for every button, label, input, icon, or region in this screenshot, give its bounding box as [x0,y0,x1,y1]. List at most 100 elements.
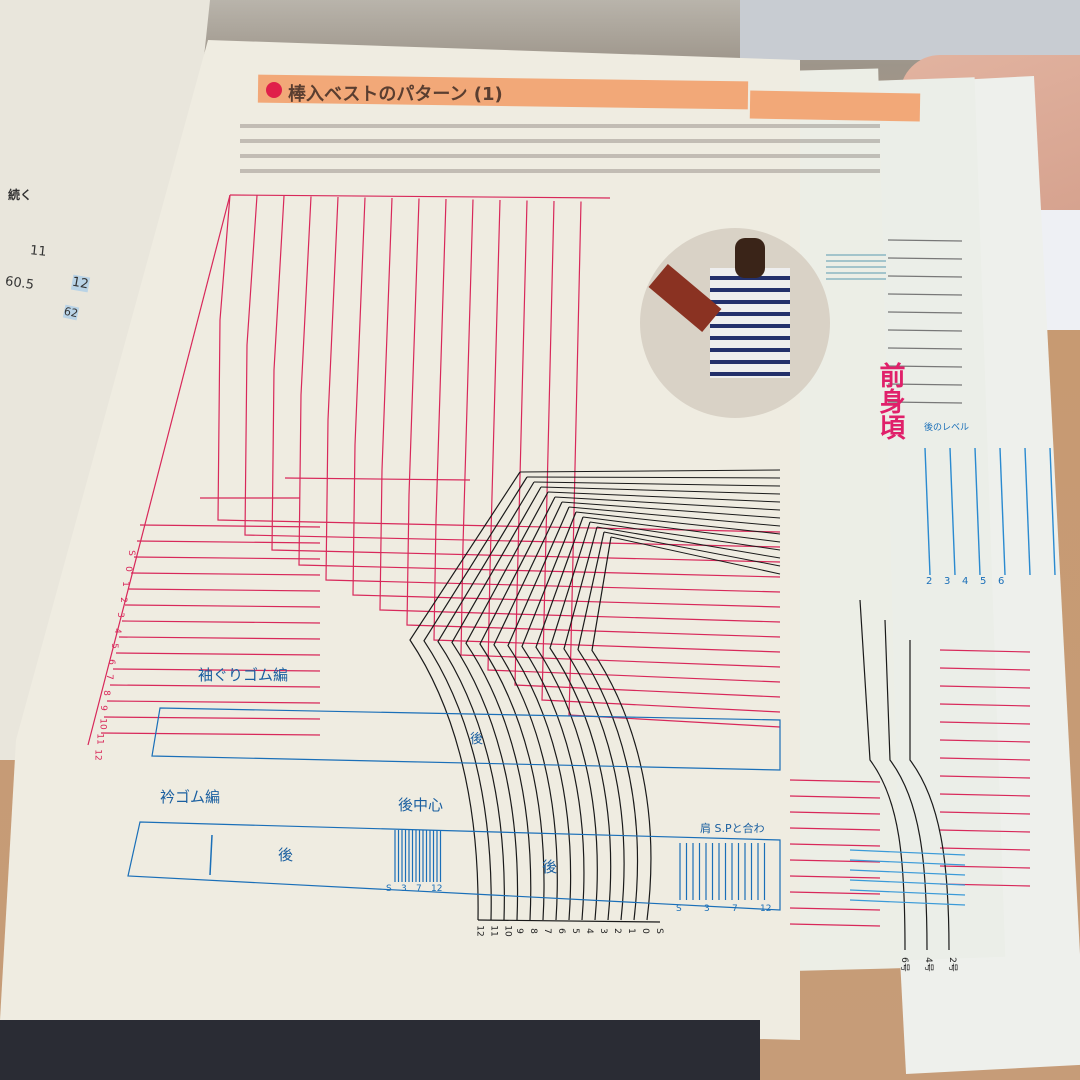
black-shoulder-line [540,486,781,495]
right-page-gray-line [887,401,963,404]
back-label-3: 後 [470,732,484,747]
right-page-gray-line [887,293,963,296]
size-tick-label: 3 [704,904,710,914]
size-tick-label: 8 [100,689,111,696]
size-tick-label: 2 [926,576,933,587]
pink-horizontal-line [124,604,321,608]
back-label-2: 後 [542,858,558,876]
black-size-curve [563,526,625,921]
black-baseline [477,919,661,923]
pink-horizontal-line [130,572,321,576]
pink-horizontal-line [133,556,321,560]
right-page-pink-line [789,891,881,895]
pink-pattern-line [244,195,781,548]
right-blue-line [849,879,966,886]
size-tick-label: 0 [123,565,134,572]
body-text-block [240,118,880,178]
left-side-text: 続く [8,188,33,202]
size-tick-label: 3 [944,576,951,587]
size-tick-label: S [676,904,682,914]
pink-arrow-line [284,477,471,481]
pink-pattern-line [298,196,781,578]
pink-horizontal-line [121,620,321,624]
right-page-pink-line [789,795,881,799]
size-tick-label: 12 [92,748,103,761]
size-tick-label: 3 [114,612,125,618]
size-tick-label: 10 [97,717,108,730]
pink-pattern-line [406,198,781,638]
size-tick-label: 6号 [898,957,909,972]
right-page-gray-line [887,329,963,332]
size-tick-label: 3 [401,884,407,894]
right-blue-dashed [1049,447,1056,576]
right-page-pink-line [789,843,881,847]
pink-horizontal-line [127,588,321,592]
right-blue-dashed [974,447,981,576]
right-page-pink-line [939,685,1031,689]
right-blue-dashed [949,447,956,576]
size-tick-label: 11 [95,733,106,745]
right-blue-line [849,859,966,866]
left-table-cell-12: 12 [70,274,90,293]
size-tick-label: 2 [117,596,128,603]
right-page-pink-line [939,847,1031,851]
page-title: 棒入ベストのパターン (1) [288,84,503,105]
pink-horizontal-line [118,636,321,640]
size-tick-label: 2 [611,928,622,934]
pink-horizontal-line [103,716,321,720]
size-tick-label: 1 [625,928,636,934]
pink-top-edge [229,194,611,199]
black-size-curve [423,476,528,921]
size-tick-label: 4号 [922,957,933,972]
left-table-cell-11: 11 [29,243,48,260]
pink-horizontal-line [136,540,321,544]
right-page-pink-line [939,721,1031,725]
model-photo [640,228,830,418]
black-shoulder-line [575,511,781,535]
right-page-pink-line [939,667,1031,671]
size-tick-label: S [653,928,664,934]
back-label: 後 [278,846,294,864]
collar-rib-label: 衿ゴム編 [160,788,221,806]
size-tick-label: 10 [502,925,513,937]
right-page-pink-line [789,907,881,911]
right-page-pink-line [789,859,881,863]
black-shoulder-line [554,496,781,511]
black-shoulder-line [596,526,781,559]
size-tick-label: 5 [569,928,580,934]
pink-pattern-line [541,200,781,713]
armhole-rib-rectangle [151,707,781,771]
black-size-curve [437,481,535,921]
black-shoulder-line [610,536,781,575]
right-page-pink-line [789,875,881,879]
right-blue-line [849,889,966,896]
right-blue-line [849,899,966,906]
right-page-gray-line [887,347,963,350]
right-page-pink-line [939,811,1031,815]
size-tick-label: 9 [513,928,524,934]
pink-pattern-line [514,200,781,698]
right-blue-dashed [924,447,931,576]
size-tick-label: 12 [760,904,772,914]
right-page-pink-line [939,865,1031,869]
black-shoulder-line [589,521,781,551]
size-tick-label: 6 [106,658,117,665]
size-tick-label: 4 [583,928,594,934]
grain-arrow [209,834,213,876]
size-tick-label: 4 [111,627,122,634]
pink-pattern-line [487,199,781,683]
shoulder-label: 肩 S.Pと合わ [700,822,765,835]
collar-rib-rectangle [127,821,781,911]
pink-horizontal-line [139,524,321,528]
black-shoulder-line [568,506,781,527]
right-page-pink-line [939,757,1031,761]
black-size-curve [549,521,612,921]
pink-outer-edge [87,194,231,746]
right-page-pink-line [789,827,881,831]
black-shoulder-line [561,501,781,519]
right-blue-dashed [1024,447,1031,576]
right-page-gray-line [887,365,963,368]
pink-pattern-line [325,196,781,593]
pink-pattern-line [271,195,781,563]
right-blue-line [849,869,966,876]
